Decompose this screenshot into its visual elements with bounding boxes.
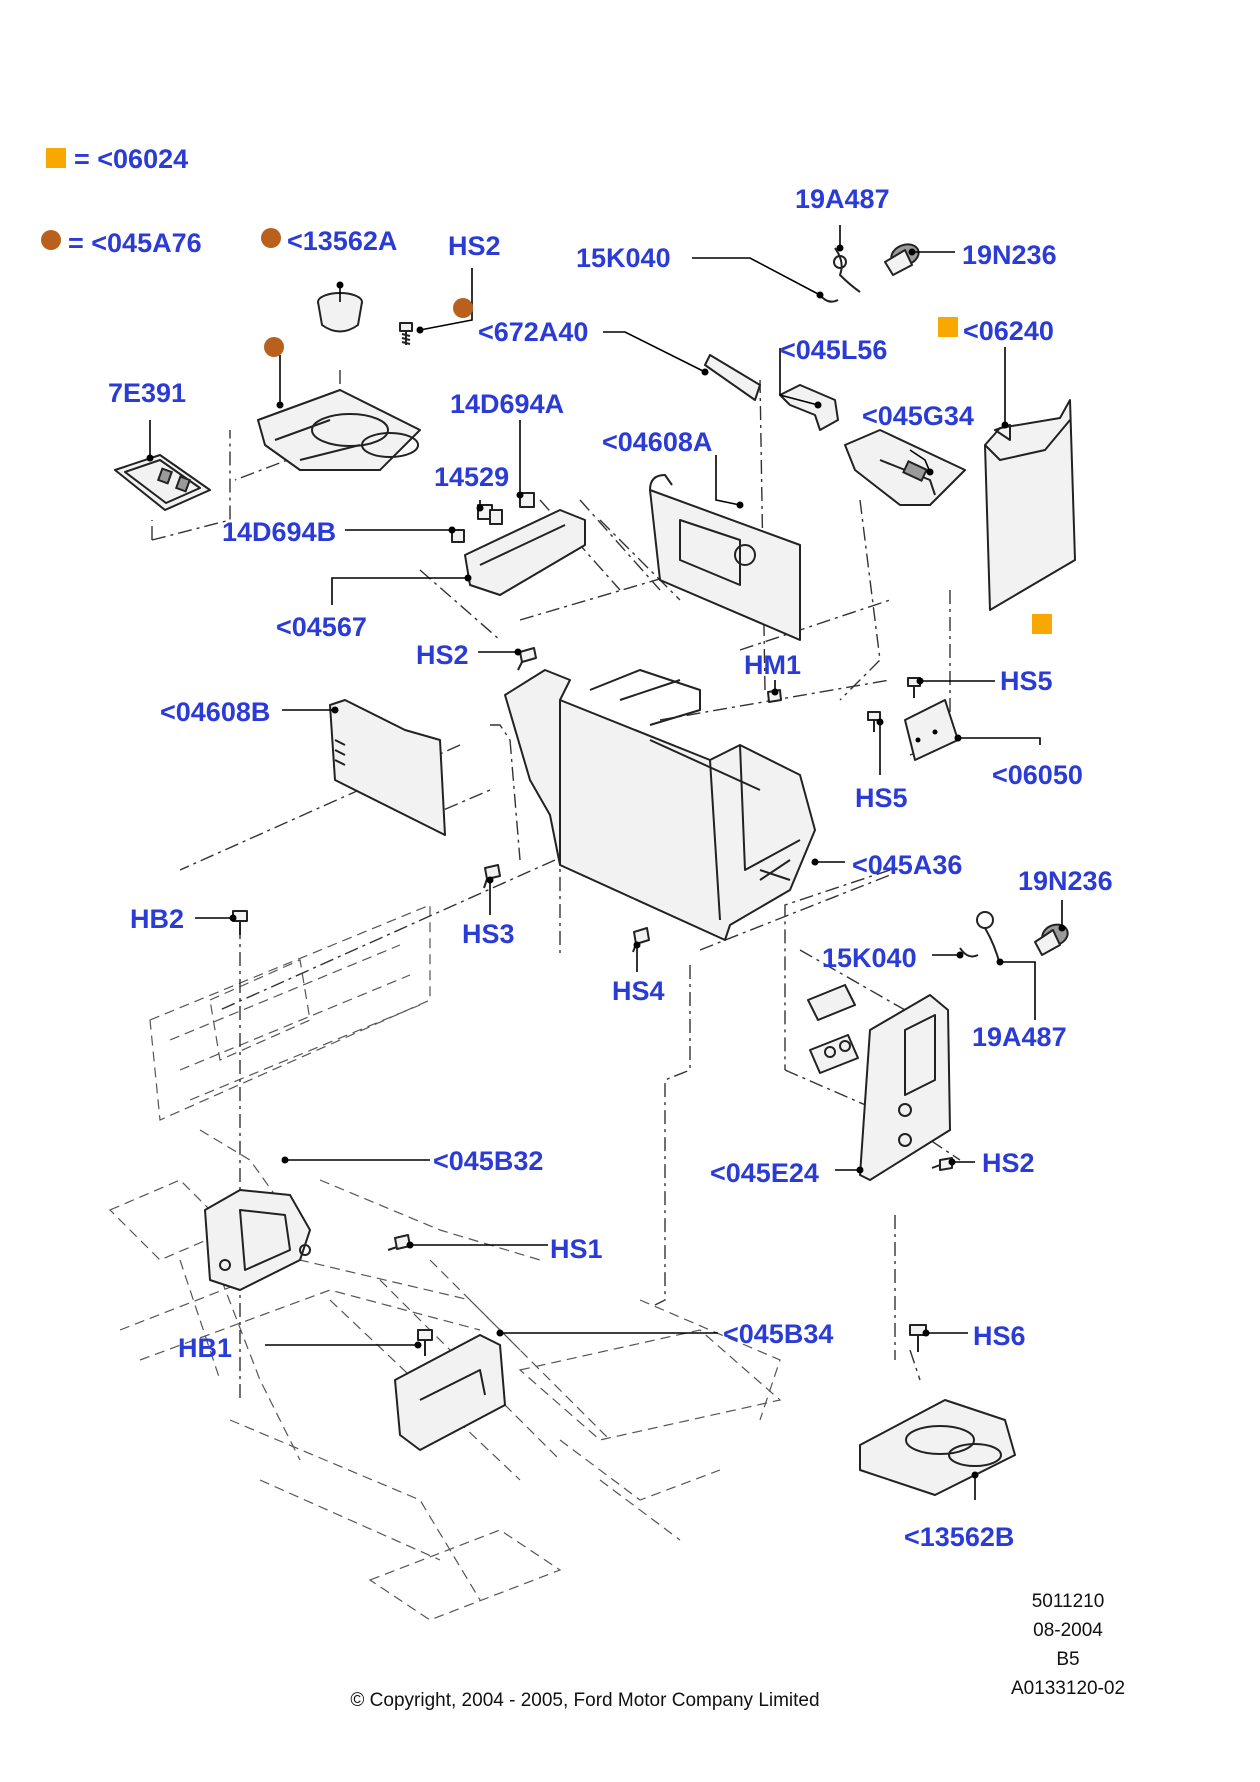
- ref-line-2: 08-2004: [1033, 1620, 1103, 1641]
- callout-04608b[interactable]: <04608B: [160, 697, 270, 727]
- part-13562a-cup-holder: [257, 292, 421, 471]
- part-045b34-rear-bracket: [394, 1334, 506, 1451]
- part-lamp-assembly-top: [819, 243, 920, 303]
- part-small-fasteners: [483, 647, 782, 953]
- part-hs2-screw-bottom: [931, 1157, 953, 1171]
- part-06240-armrest-lid: [984, 399, 1076, 611]
- callout-hs4[interactable]: HS4: [612, 976, 665, 1006]
- leader-lines: [146, 225, 1066, 1500]
- callout-hs2-mid[interactable]: HS2: [416, 640, 469, 670]
- part-13562b-rear-cup-holder: [859, 1399, 1016, 1496]
- legend-circle-text: = <045A76: [68, 228, 202, 258]
- callout-13562b[interactable]: <13562B: [904, 1522, 1014, 1552]
- callout-15k040-bot[interactable]: 15K040: [822, 943, 917, 973]
- callout-14d694b[interactable]: 14D694B: [222, 517, 336, 547]
- part-hb2-bolt: [232, 910, 248, 935]
- callout-19n236-top[interactable]: 19N236: [962, 240, 1057, 270]
- part-045e24-rear-panel: [859, 994, 951, 1181]
- callout-13562a[interactable]: <13562A: [287, 226, 397, 256]
- callout-06240[interactable]: <06240: [963, 316, 1054, 346]
- part-04567-bezel: [464, 509, 586, 596]
- part-045g34-tray: [844, 429, 966, 506]
- callout-14d694a[interactable]: 14D694A: [450, 389, 564, 419]
- ref-line-3: B5: [1056, 1649, 1079, 1670]
- inline-markers: [261, 228, 1052, 634]
- legend-square-marker: [46, 148, 66, 168]
- assembly-lines: [151, 370, 961, 1400]
- part-672a40-lens: [704, 354, 761, 401]
- part-hs2-screw-top: [399, 322, 413, 345]
- callout-045g34[interactable]: <045G34: [862, 401, 974, 431]
- callout-04567[interactable]: <04567: [276, 612, 367, 642]
- callout-hb1[interactable]: HB1: [178, 1333, 232, 1363]
- callout-19a487-top[interactable]: 19A487: [795, 184, 890, 214]
- callout-04608a[interactable]: <04608A: [602, 427, 712, 457]
- legend-square-text: = <06024: [74, 144, 188, 174]
- callout-045l56[interactable]: <045L56: [780, 335, 887, 365]
- callout-15k040-top[interactable]: 15K040: [576, 243, 671, 273]
- part-hb1-bolt: [417, 1329, 433, 1356]
- marker-circle-hs2: [453, 298, 473, 318]
- callout-hs3[interactable]: HS3: [462, 919, 515, 949]
- marker-square-06240: [938, 317, 958, 337]
- ref-line-1: 5011210: [1032, 1591, 1105, 1612]
- marker-circle-tray: [264, 337, 284, 357]
- callout-045e24[interactable]: <045E24: [710, 1158, 819, 1188]
- callout-hs2-top[interactable]: HS2: [448, 231, 501, 261]
- callout-7e391[interactable]: 7E391: [108, 378, 186, 408]
- callout-672a40[interactable]: <672A40: [478, 317, 588, 347]
- part-045l56-bracket: [779, 384, 839, 431]
- marker-circle-13562a: [261, 228, 281, 248]
- callout-19a487-bot[interactable]: 19A487: [972, 1022, 1067, 1052]
- part-7e391-bezel: [114, 454, 211, 511]
- part-switch-blanks: [807, 984, 859, 1074]
- callout-hs2-bot[interactable]: HS2: [982, 1148, 1035, 1178]
- callout-hb2[interactable]: HB2: [130, 904, 184, 934]
- callout-hs5-top[interactable]: HS5: [1000, 666, 1053, 696]
- legend-circle-marker: [41, 230, 61, 250]
- callout-hm1[interactable]: HM1: [744, 650, 801, 680]
- part-hs6-clip: [909, 1324, 927, 1352]
- callout-045a36[interactable]: <045A36: [852, 850, 962, 880]
- callout-045b32[interactable]: <045B32: [433, 1146, 543, 1176]
- legend: = <06024 = <045A76: [41, 144, 202, 258]
- part-hs1-screw: [387, 1234, 411, 1251]
- ref-line-4: A0133120-02: [1011, 1678, 1125, 1699]
- marker-square-lid: [1032, 614, 1052, 634]
- callout-labels: <13562A HS2 7E391 19A487 15K040 19N236 <…: [108, 184, 1113, 1552]
- part-lamp-assembly-bottom: [959, 911, 1069, 966]
- callout-hs1[interactable]: HS1: [550, 1234, 603, 1264]
- callout-hs6[interactable]: HS6: [973, 1321, 1026, 1351]
- part-connectors: [451, 492, 535, 543]
- copyright-notice: © Copyright, 2004 - 2005, Ford Motor Com…: [350, 1690, 819, 1711]
- callout-14529[interactable]: 14529: [434, 462, 509, 492]
- reference-block: 5011210 08-2004 B5 A0133120-02: [1011, 1591, 1125, 1699]
- part-04608b-side-panel: [329, 699, 446, 836]
- part-045a36-console-body: [504, 669, 816, 941]
- callout-19n236-bot[interactable]: 19N236: [1018, 866, 1113, 896]
- callout-045b34[interactable]: <045B34: [723, 1319, 833, 1349]
- part-045b32-front-bracket: [204, 1189, 311, 1291]
- part-04608a-side-panel: [649, 474, 801, 641]
- callout-06050[interactable]: <06050: [992, 760, 1083, 790]
- callout-hs5-bot[interactable]: HS5: [855, 783, 908, 813]
- part-hs5-screws: [867, 677, 921, 732]
